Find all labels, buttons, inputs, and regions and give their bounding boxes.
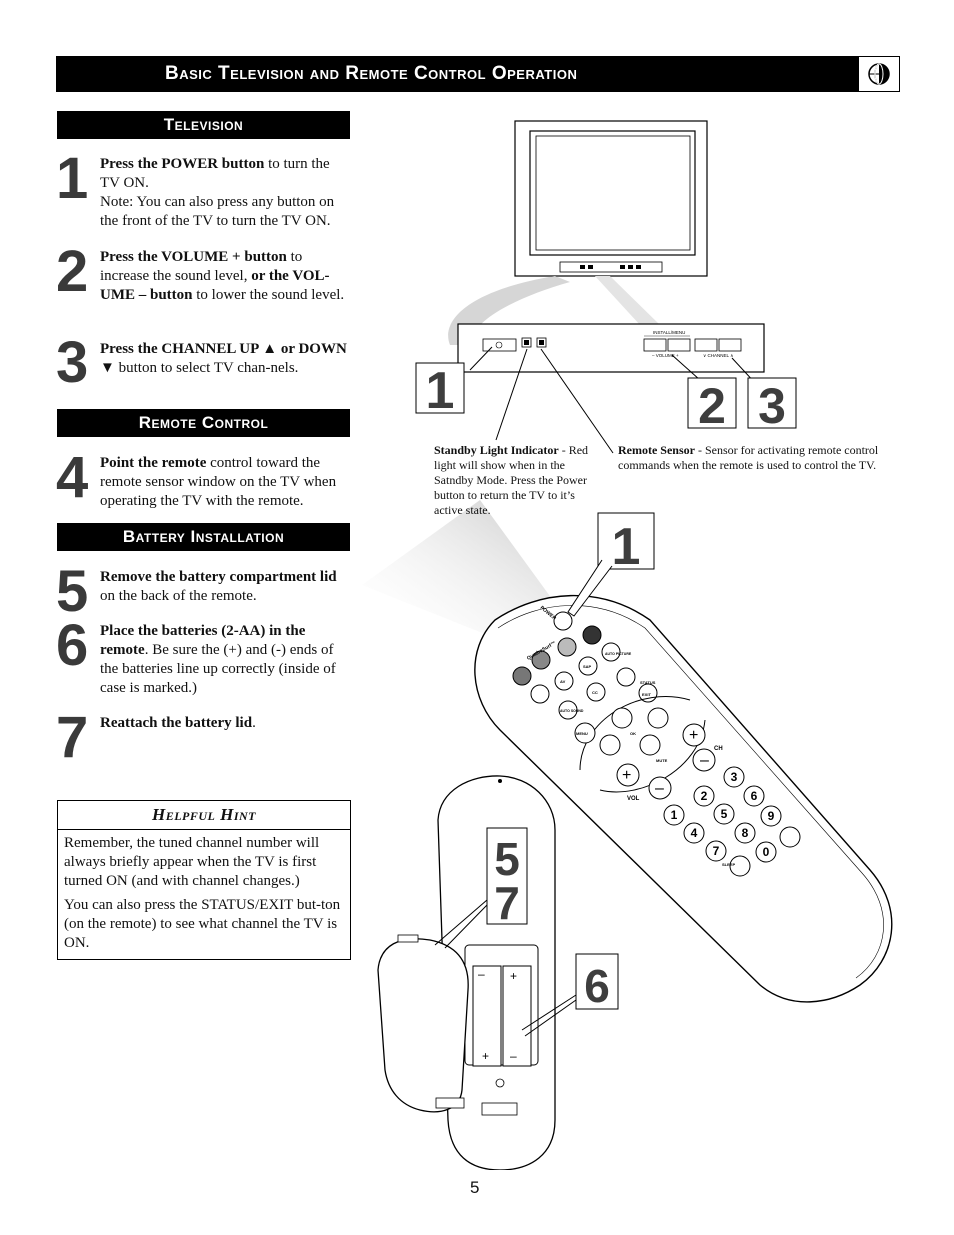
remote-digit-1: 1 (671, 808, 678, 822)
step-1: Press the POWER button to turn the TV ON… (100, 155, 350, 231)
remote-callout-7: 7 (494, 877, 520, 929)
remote-digit-9: 9 (768, 809, 775, 823)
remote-label-ok: OK (630, 731, 636, 736)
svg-text:–: – (655, 780, 664, 797)
page-title: Basic Television and Remote Control Oper… (165, 63, 578, 84)
standby-light-caption-bold: Standby Light Indicator (434, 443, 559, 457)
svg-text:–: – (700, 752, 709, 769)
step-6-bold: Place the batteries (2-AA) in the remote (100, 623, 306, 658)
step-number-3: 3 (56, 330, 89, 395)
helpful-hint-title: Helpful Hint (58, 801, 350, 830)
remote-label-sleep: SLEEP (722, 862, 735, 867)
remote-digit-3: 3 (731, 770, 738, 784)
helpful-hint-paragraph-2: You can also press the STATUS/EXIT but-t… (64, 897, 341, 951)
svg-text:+: + (622, 767, 631, 784)
remote-callout-1: 1 (612, 518, 641, 576)
remote-label-av: AV (560, 679, 566, 684)
step-number-6: 6 (56, 613, 89, 678)
step-number-4: 4 (56, 445, 89, 510)
standby-light-caption-text: - Red light will show when in the Satndb… (434, 443, 589, 517)
step-number-1: 1 (56, 146, 89, 211)
step-number-5: 5 (56, 559, 89, 624)
remote-digit-5: 5 (721, 807, 728, 821)
globe-icon (858, 57, 899, 91)
step-4-text: control toward the remote sensor window … (100, 455, 337, 509)
remote-label-vol: VOL (627, 796, 640, 802)
page-title-bar: Basic Television and Remote Control Oper… (56, 56, 900, 92)
step-2: Press the VOLUME + button to increase th… (100, 248, 350, 305)
remote-label-mute: MUTE (656, 758, 668, 763)
svg-text:–: – (478, 967, 485, 981)
step-3-bold: Press the CHANNEL UP ▲ or DOWN ▼ (100, 341, 347, 376)
panel-channel-label: ∨ CHANNEL ∧ (703, 353, 734, 358)
remote-digit-6: 6 (751, 789, 758, 803)
step-1-note: Note: You can also press any button on t… (100, 194, 335, 229)
helpful-hint-paragraph-1: Remember, the tuned channel number will … (64, 835, 320, 889)
step-5-bold: Remove the battery compartment lid (100, 569, 337, 585)
step-2-text2: to lower the sound level. (192, 287, 345, 303)
step-4-bold: Point the remote (100, 455, 207, 471)
remote-label-sap: SAP (583, 664, 592, 669)
remote-digit-2: 2 (701, 789, 708, 803)
svg-text:+: + (482, 1049, 489, 1063)
remote-digit-4: 4 (691, 826, 698, 840)
svg-text:+: + (510, 969, 517, 983)
remote-sensor-caption: Remote Sensor - Sensor for activating re… (618, 443, 898, 473)
remote-sensor-caption-bold: Remote Sensor (618, 443, 695, 457)
section-header-remote-control: Remote Control (57, 409, 350, 437)
step-number-7: 7 (56, 705, 89, 770)
remote-callout-6: 6 (584, 960, 610, 1012)
step-2-text: to increase the sound level, (100, 249, 303, 284)
step-7: Reattach the battery lid. (100, 714, 350, 733)
step-1-text: to turn the TV ON. (100, 156, 330, 191)
section-header-battery-installation: Battery Installation (57, 523, 350, 551)
helpful-hint-box: Helpful Hint Remember, the tuned channel… (57, 800, 351, 960)
remote-control-front: + – + – 1 2 3 4 5 6 7 8 9 0 POWER Qu (474, 594, 893, 1003)
page-number: 5 (470, 1178, 480, 1197)
remote-digit-0: 0 (763, 845, 770, 859)
remote-label-status: STATUS (640, 680, 656, 685)
step-7-bold: Reattach the battery lid (100, 715, 253, 731)
remote-digit-7: 7 (713, 844, 720, 858)
remote-digit-8: 8 (742, 826, 749, 840)
panel-callout-2: 2 (698, 378, 726, 434)
remote-control-back: – + + – (377, 775, 556, 1170)
step-2-bold: Press the VOLUME + button (100, 249, 287, 265)
panel-callout-3: 3 (758, 378, 786, 434)
remote-label-cc: CC (592, 690, 598, 695)
svg-text:+: + (689, 727, 698, 744)
remote-label-auto-sound: AUTO SOUND (560, 709, 584, 713)
step-3-text: button to select TV chan-nels. (114, 360, 299, 376)
standby-light-caption: Standby Light Indicator - Red light will… (434, 443, 592, 518)
step-5-text: on the back of the remote. (100, 588, 257, 604)
step-3: Press the CHANNEL UP ▲ or DOWN ▼ button … (100, 340, 350, 378)
step-7-text: . (252, 715, 256, 731)
step-6: Place the batteries (2-AA) in the remote… (100, 622, 350, 698)
remote-label-ch: CH (714, 746, 723, 752)
panel-install-menu-label: INSTALL/MENU (653, 330, 685, 335)
step-6-text: . Be sure the (+) and (-) ends of the ba… (100, 642, 336, 696)
remote-label-exit: EXIT (642, 692, 651, 697)
panel-volume-label: – VOLUME + (652, 353, 679, 358)
step-5: Remove the battery compartment lid on th… (100, 568, 350, 606)
step-4: Point the remote control toward the remo… (100, 454, 350, 511)
svg-text:–: – (510, 1049, 517, 1063)
step-1-bold: Press the POWER button (100, 156, 265, 172)
remote-callout-5: 5 (494, 833, 520, 885)
tv-remote-diagram: INSTALL/MENU – VOLUME + ∨ CHANNEL ∧ 1 2 … (362, 120, 893, 1170)
tv-illustration (514, 120, 708, 277)
remote-label-auto-picture: AUTO PICTURE (605, 652, 632, 656)
remote-sensor-caption-text: - Sensor for activating remote control c… (618, 443, 879, 472)
step-2-bold2: or the VOL-UME – button (100, 268, 330, 303)
panel-callout-1: 1 (426, 362, 455, 420)
section-header-television: Television (57, 111, 350, 139)
step-number-2: 2 (56, 239, 89, 304)
remote-label-menu: MENU (576, 731, 588, 736)
tv-front-panel-zoom: INSTALL/MENU – VOLUME + ∨ CHANNEL ∧ (457, 323, 765, 373)
